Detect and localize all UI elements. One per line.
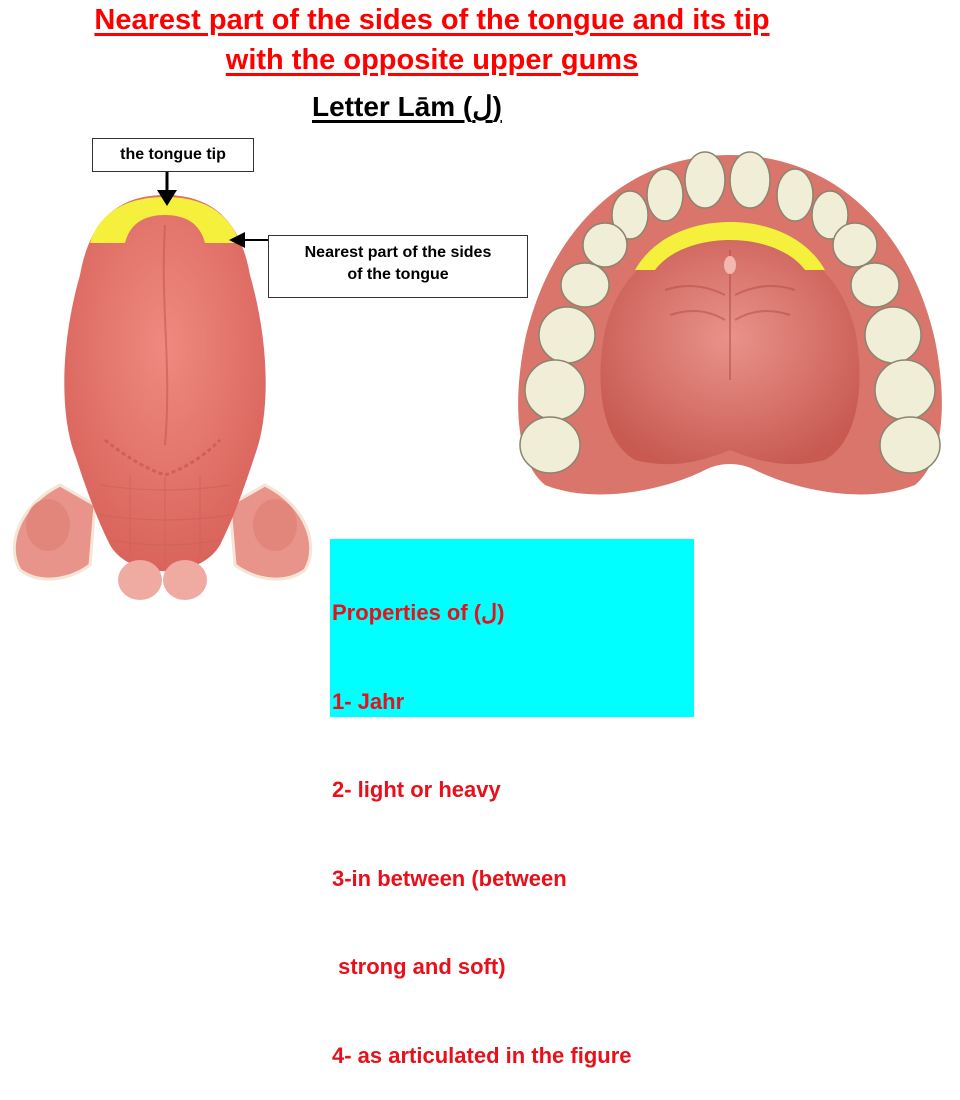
tongue-tip-highlight [90,197,240,243]
sides-arrow [229,232,269,248]
tongue-sides-label-line2: of the tongue [347,266,449,283]
tongue-illustration [12,195,313,600]
tongue-sides-label-line1: Nearest part of the sides [304,244,492,261]
tongue-sides-label: Nearest part of the sides of the tongue [268,235,528,298]
property-item: 2- light or heavy [332,777,501,802]
tongue-tip-arrow [157,170,177,206]
title-line-1: Nearest part of the sides of the tongue … [0,2,864,38]
title-line-2-text: with the opposite upper gums [225,44,639,76]
upper-gum-highlight [635,222,825,270]
properties-box: Properties of (ل) 1- Jahr 2- light or he… [330,539,694,1068]
letter-subtitle: Letter Lām (ل) [312,91,502,122]
property-item: 3-in between (between [332,865,567,891]
properties-heading: Properties of (ل) [332,600,505,625]
title-line-1-text: Nearest part of the sides of the tongue … [94,4,770,36]
tongue-tip-label: the tongue tip [92,138,254,172]
title-line-2: with the opposite upper gums [0,42,864,78]
property-item: 4- as articulated in the figure [332,1042,632,1068]
property-item: strong and soft) [332,954,506,979]
upper-palate-illustration [518,151,942,495]
property-item: 1- Jahr [332,688,405,714]
